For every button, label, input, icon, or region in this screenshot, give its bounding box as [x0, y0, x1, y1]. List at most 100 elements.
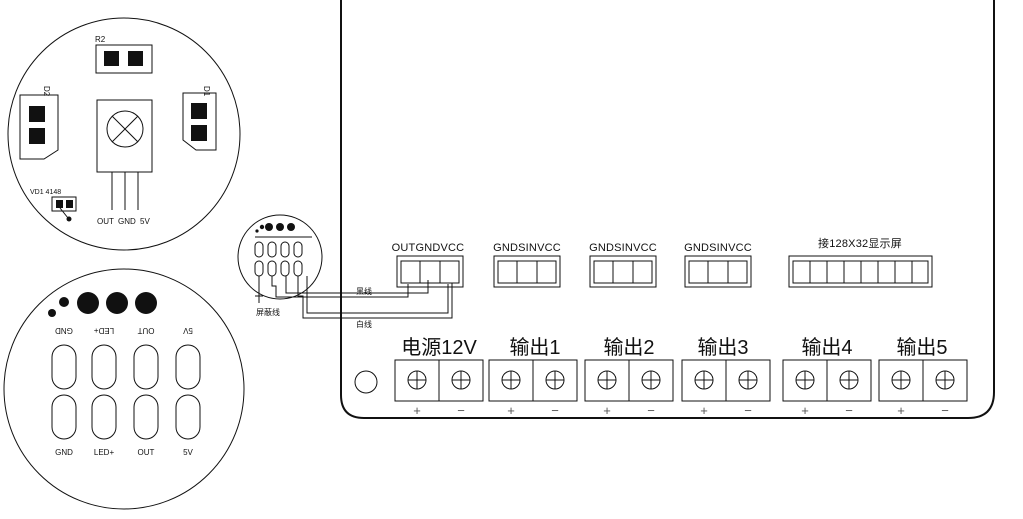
shield-wire-label: 屏蔽线 — [256, 307, 280, 317]
pad-board-dot-medium — [59, 297, 69, 307]
minus-symbol: − — [941, 403, 949, 418]
r2-pad-left — [104, 51, 119, 66]
sensor-module: R2 D2 D1 OUT GND 5V VD1 4148 — [7, 17, 241, 251]
small-pad-c1 — [280, 241, 290, 258]
small-pad-d2 — [293, 260, 303, 277]
plus-symbol: + — [413, 403, 421, 418]
connector-4-inner — [688, 260, 748, 284]
connector-5-label: 接128X32显示屏 — [818, 237, 902, 250]
pad-bottom-label-out: OUT — [138, 448, 155, 457]
vd1-via — [66, 216, 72, 222]
vd1-footprint — [51, 196, 77, 212]
pad-upper-led — [91, 344, 117, 390]
terminal-label-out1: 输出1 — [509, 336, 560, 359]
plus-symbol: + — [700, 403, 708, 418]
terminal-out3-minus — [725, 359, 771, 402]
minus-symbol: − — [744, 403, 752, 418]
pad-upper-gnd — [51, 344, 77, 390]
pad-lower-5v — [175, 394, 201, 440]
connector-2-housing — [493, 255, 561, 288]
pad-upper-5v — [175, 344, 201, 390]
d2-label: D2 — [42, 86, 51, 97]
terminal-label-out3: 输出3 — [697, 336, 748, 359]
minus-symbol: − — [845, 403, 853, 418]
connector-2-inner — [497, 260, 557, 284]
terminal-out5-minus — [922, 359, 968, 402]
pad-upper-out — [133, 344, 159, 390]
terminal-block-out5: + − — [878, 359, 968, 418]
vd1-pad-left — [56, 200, 63, 208]
pad-lower-gnd — [51, 394, 77, 440]
pad-bottom-label-5v: 5V — [183, 448, 193, 457]
connector-3-inner — [593, 260, 653, 284]
black-wire-trace-a — [271, 276, 409, 298]
pad-board-hole-2 — [106, 292, 128, 314]
sensor-board-outline — [7, 17, 241, 251]
small-board-hole-2 — [276, 223, 284, 231]
plus-symbol: + — [897, 403, 905, 418]
r2-footprint — [95, 44, 153, 74]
white-wire-trace-b — [306, 276, 449, 314]
small-board-outline — [237, 214, 323, 300]
small-connector-board — [237, 214, 323, 300]
terminal-out4-minus — [826, 359, 872, 402]
d2-pad-top — [29, 106, 45, 122]
pad-top-label-5v: 5V — [182, 326, 192, 335]
d2-pad-bottom — [29, 128, 45, 144]
small-pad-a2 — [254, 260, 264, 277]
pad-top-label-out: OUT — [137, 326, 154, 335]
terminal-label-out5: 输出5 — [896, 336, 947, 359]
pad-top-label-gnd: GND — [55, 326, 73, 335]
pad-board-hole-1 — [77, 292, 99, 314]
connector-gndsinvcc-1: GNDSINVCC — [493, 242, 561, 288]
cable-bundle: 黑线 白线 屏蔽线 — [255, 276, 453, 329]
connector-1-housing — [396, 255, 464, 288]
white-wire-trace-a — [297, 276, 453, 319]
small-board-hole-3 — [287, 223, 295, 231]
black-wire-label: 黑线 — [356, 286, 372, 296]
vd1-pad-right — [66, 200, 73, 208]
terminal-block-out3: + − — [681, 359, 771, 418]
terminal-block-out4: + − — [782, 359, 872, 418]
connector-display: 接128X32显示屏 — [788, 237, 933, 288]
connector-4-housing — [684, 255, 752, 288]
pad-board-outline — [3, 268, 245, 510]
minus-symbol: − — [457, 403, 465, 418]
small-pad-b1 — [267, 241, 277, 258]
connector-3-label: GNDSINVCC — [589, 242, 657, 254]
terminal-label-out4: 输出4 — [801, 336, 852, 359]
terminal-out2-minus — [628, 359, 674, 402]
terminal-power-minus — [438, 359, 484, 402]
plus-symbol: + — [507, 403, 515, 418]
minus-symbol: − — [551, 403, 559, 418]
minus-symbol: − — [647, 403, 655, 418]
connector-1-label: OUTGNDVCC — [392, 242, 465, 254]
r2-label: R2 — [95, 35, 106, 44]
pad-top-label-led: LED+ — [94, 326, 115, 335]
pad-bottom-label-gnd: GND — [55, 448, 73, 457]
d1-pad-top — [191, 103, 207, 119]
r2-pad-right — [128, 51, 143, 66]
connector-2-label: GNDSINVCC — [493, 242, 561, 254]
terminal-label-power: 电源12V — [401, 336, 477, 359]
terminal-label-out2: 输出2 — [603, 336, 654, 359]
small-board-hole-1 — [265, 223, 273, 231]
small-board-dot-2 — [259, 224, 265, 230]
d1-footprint — [182, 92, 217, 151]
terminal-block-out2: + − — [584, 359, 674, 418]
pad-board: GND LED+ OUT 5V GND LED+ OUT 5V — [3, 268, 245, 510]
small-pad-b2 — [267, 260, 277, 277]
small-pad-d1 — [293, 241, 303, 258]
connector-5-housing — [788, 255, 933, 288]
pin-label-out: OUT — [97, 217, 114, 226]
ir-lens-cross-b — [111, 115, 139, 143]
plus-symbol: + — [801, 403, 809, 418]
vd1-lead — [59, 207, 69, 219]
small-board-dot-1 — [255, 229, 259, 233]
controller-board: OUTGNDVCC GNDSINVCC GNDSINVCC GNDSINVCC — [340, 0, 995, 419]
connector-gndsinvcc-2: GNDSINVCC — [589, 242, 657, 288]
plus-symbol: + — [603, 403, 611, 418]
pad-board-hole-3 — [135, 292, 157, 314]
connector-1-inner — [400, 260, 460, 284]
